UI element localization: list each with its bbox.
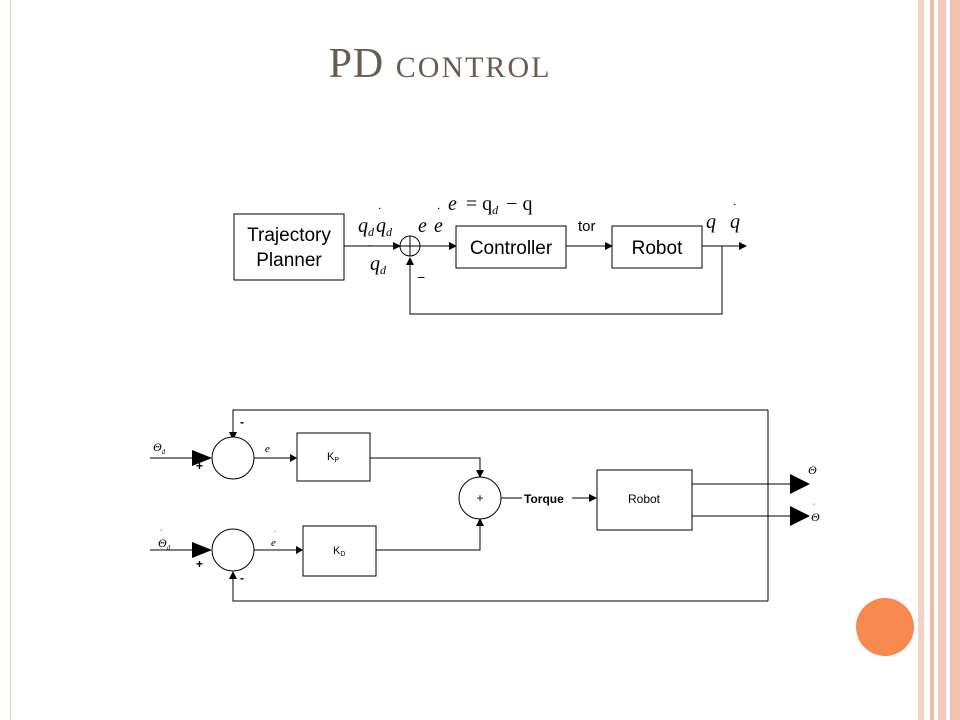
kd-to-sum-arrowhead (476, 518, 484, 526)
kd-block (302, 525, 377, 577)
theta-d-input-label: Θd (153, 440, 166, 456)
robot-label-bottom: Robot (628, 492, 661, 506)
theta-d-input-arrowhead (192, 450, 212, 466)
edot-label: e (434, 215, 443, 237)
theta-output-arrowhead (790, 474, 810, 494)
thetadot-d-input-label: Θd (158, 536, 171, 552)
plus-sign-top: + (196, 459, 203, 473)
feedback-arrowhead-theta (229, 432, 237, 440)
kp-label: KP (327, 451, 339, 464)
robot-label-top: Robot (632, 238, 683, 259)
e-to-kp-arrowhead (290, 454, 297, 462)
right-border-band (950, 0, 960, 720)
q-output-label: q (706, 211, 716, 233)
plus-sign-bottom: + (196, 557, 203, 571)
feedback-path-theta (232, 409, 768, 439)
robot-block-top (611, 225, 703, 269)
edot-label-bottom: e (271, 537, 276, 549)
left-border-rule (10, 0, 11, 720)
qd-dot: ˙ (378, 205, 383, 221)
qdd-label: qd (370, 253, 387, 277)
right-border-band (930, 0, 934, 720)
kd-label: KD (333, 545, 345, 558)
error-sum-circle-top (211, 436, 255, 480)
thetadot-output-dot: ˙ (813, 503, 816, 514)
feedback-path-top (406, 246, 723, 315)
decorative-accent-circle (856, 598, 914, 656)
feedback-path-thetadot (232, 572, 768, 602)
thetadot-d-dot: ˙ (160, 529, 163, 540)
minus-sign-bottom: - (240, 571, 244, 585)
edot-bottom-dot: ˙ (274, 530, 277, 540)
edot-to-kd-arrowhead (296, 546, 303, 554)
qdot-output-label: q (730, 211, 740, 233)
controller-label: Controller (470, 238, 553, 259)
kp-block (296, 432, 371, 482)
e-label: e (418, 215, 427, 237)
minus-sign-top: - (240, 415, 244, 429)
slide-title: PD control (0, 40, 880, 88)
error-sum-circle-bottom (211, 528, 255, 572)
right-border-band (938, 0, 946, 720)
trajectory-planner-block (233, 213, 345, 281)
torque-sum-plus: + (476, 491, 483, 505)
title-rest: control (395, 51, 552, 84)
tor-label: tor (578, 218, 596, 235)
feedback-arrowhead-thetadot (229, 571, 237, 579)
right-border-band (918, 0, 924, 720)
sum-to-robot-arrowhead (589, 494, 597, 502)
feedback-minus-sign: − (417, 269, 425, 285)
thetadot-output-label: Θ (811, 510, 820, 524)
torque-label-bg (522, 490, 572, 506)
planner-label-line1: Trajectory (247, 225, 331, 246)
kd-to-sum-line (376, 519, 481, 551)
torque-label: Torque (524, 492, 564, 506)
robot-block-bottom (596, 469, 693, 531)
theta-output-label: Θ (808, 463, 817, 477)
qdd-dots: ¨ (368, 242, 373, 258)
title-main: PD (328, 41, 385, 87)
e-label-bottom: e (265, 443, 270, 455)
planner-label-line2: Planner (256, 250, 322, 271)
qdot-dot: ˙ (733, 201, 738, 217)
error-equation: e = qd − q (448, 193, 532, 219)
edot-dot: ˙ (437, 205, 442, 221)
thetadot-output-arrowhead (790, 506, 810, 526)
thetadot-d-input-arrowhead (192, 542, 212, 558)
controller-block (455, 225, 567, 269)
kp-to-sum-arrowhead (476, 470, 484, 478)
kp-to-sum-line (370, 457, 481, 477)
